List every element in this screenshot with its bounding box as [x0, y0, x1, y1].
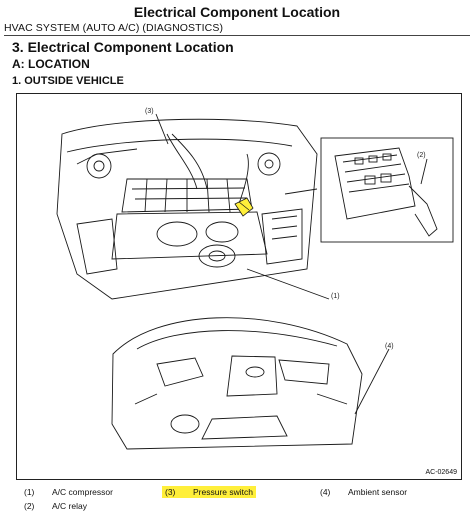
legend-number: (1): [24, 487, 35, 497]
header-divider: [4, 35, 470, 36]
right-strut-tower: [257, 152, 281, 176]
lower-grille: [201, 415, 288, 440]
engine-bay-outline: [56, 118, 318, 300]
relay-box-inset: [320, 137, 454, 243]
document-title: Electrical Component Location: [133, 4, 341, 20]
left-headlight: [156, 357, 204, 387]
section-subheading: A: LOCATION: [12, 57, 90, 71]
right-headlight: [278, 359, 330, 385]
callout-4: (4): [385, 343, 394, 350]
legend-item-ambient-sensor: (4) Ambient sensor: [320, 487, 407, 497]
front-grille: [226, 355, 278, 397]
legend-item-pressure-switch: (3) Pressure switch: [162, 486, 256, 498]
relay-box: [334, 147, 416, 220]
legend-item-ac-relay: (2) A/C relay: [24, 501, 87, 511]
engine-bay-illustration: (3) (2) (1) (4) AC-02649: [16, 93, 462, 480]
fog-light: [170, 414, 200, 434]
callout-3: (3): [145, 108, 154, 115]
legend-number: (3): [165, 487, 176, 497]
ac-compressor-drawing: [198, 244, 236, 268]
line-drawing: [56, 113, 454, 450]
pressure-switch-highlight: [234, 197, 254, 217]
legend-label: Pressure switch: [193, 487, 253, 497]
car-front-outline: [111, 317, 363, 450]
compressor-leader: [246, 268, 330, 300]
document-subtitle: HVAC SYSTEM (AUTO A/C) (DIAGNOSTICS): [4, 22, 224, 34]
section-heading: 3. Electrical Component Location: [12, 39, 234, 55]
legend-number: (4): [320, 487, 331, 497]
component-legend: (1) A/C compressor (2) A/C relay (3) Pressu…: [16, 485, 460, 519]
engine-block: [111, 211, 268, 260]
sensor-leader: [354, 348, 390, 415]
callout-2: (2): [417, 152, 426, 159]
figure-code: AC-02649: [425, 469, 457, 476]
callout-1: (1): [331, 293, 340, 300]
left-strut-tower: [86, 153, 112, 179]
legend-label: Ambient sensor: [348, 487, 408, 497]
legend-item-ac-compressor: (1) A/C compressor: [24, 487, 113, 497]
legend-label: A/C relay: [52, 501, 87, 511]
section-subsubheading: 1. OUTSIDE VEHICLE: [12, 75, 124, 87]
legend-number: (2): [24, 501, 35, 511]
legend-label: A/C compressor: [52, 487, 113, 497]
